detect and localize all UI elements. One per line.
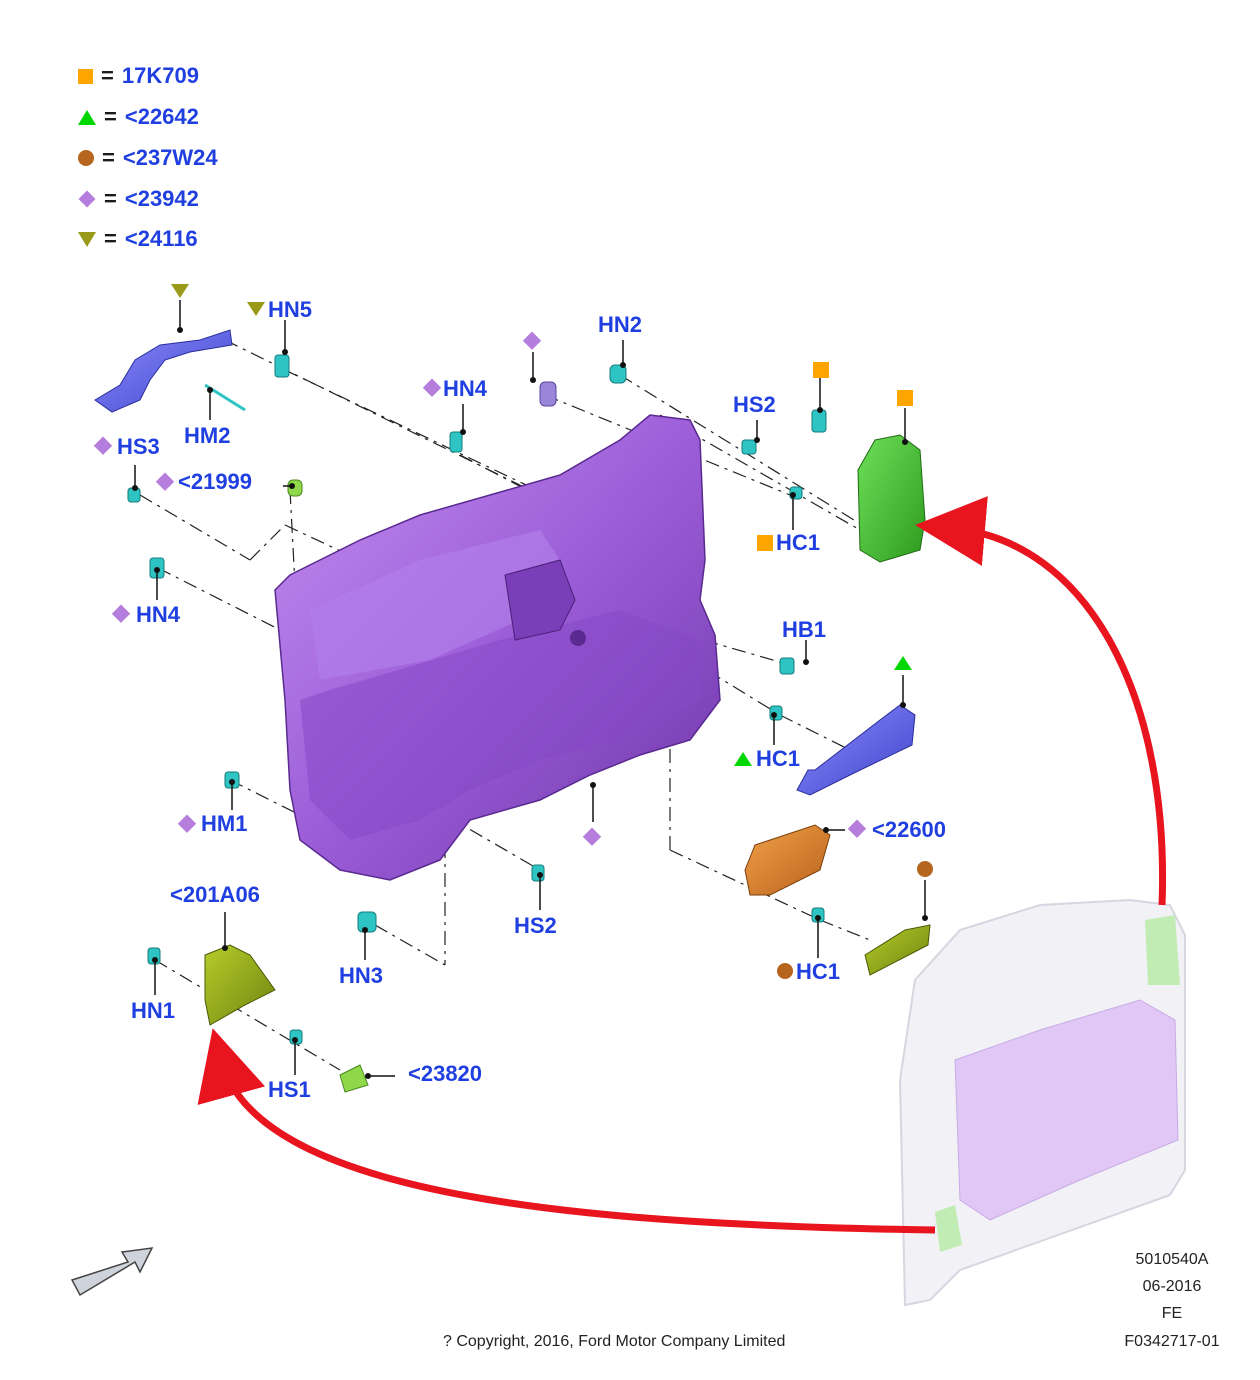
reference-code-3: FE [1161,1305,1183,1322]
diamond-marker [93,436,113,455]
housing-22600 [744,824,831,896]
triangle-down-marker [171,284,189,298]
label-22600: <22600 [872,817,947,842]
legend-equals: = [101,63,114,88]
diamond-marker [155,472,175,491]
diamond-marker [111,604,131,623]
label-hb1: HB1 [782,617,827,642]
leader-dots [132,327,928,1079]
diamond-icon [78,190,96,208]
triangle-up-marker [894,656,912,670]
circle-icon [78,150,94,166]
location-arrow-lower [197,1028,936,1234]
legend-code: <24116 [124,226,198,251]
legend-row-237w24: = <237W24 [78,143,218,173]
legend-equals: = [102,145,115,170]
triangle-up-icon [78,109,96,125]
diamond-marker [422,378,442,397]
door-trim-panel [274,414,721,881]
label-hm2: HM2 [184,423,231,448]
legend-code: 17K709 [121,63,199,88]
diamond-marker [582,827,602,846]
clip-23820 [339,1064,369,1093]
label-hs1: HS1 [268,1077,311,1102]
legend-code: <22642 [124,104,199,129]
trim-237w24 [864,924,931,976]
label-hn1: HN1 [131,998,176,1023]
square-marker [897,390,913,406]
diamond-marker [177,814,197,833]
legend-equals: = [104,226,117,251]
legend-row-23942: = <23942 [78,184,199,214]
reference-code-2: 06-2016 [1142,1278,1202,1295]
legend-row-17k709: = 17K709 [78,61,199,91]
label-21999: <21999 [178,469,253,494]
label-hn5: HN5 [268,297,313,322]
label-hc1-bottom: HC1 [796,959,841,984]
circle-marker [777,963,793,979]
square-icon [78,68,93,84]
legend-code: <237W24 [122,145,218,170]
handle-22642 [796,704,916,796]
legend-equals: = [104,186,117,211]
triangle-up-marker [734,752,752,766]
diamond-marker [522,331,542,350]
legend-row-24116: = <24116 [78,224,198,254]
reference-code-1: 5010540A [1135,1251,1209,1268]
label-hn3: HN3 [339,963,384,988]
legend-code: <23942 [124,186,199,211]
label-23820: <23820 [408,1061,483,1086]
leader-lines [134,300,926,1077]
label-hc1-mid: HC1 [756,746,801,771]
location-arrow-upper [915,496,1167,906]
fastener-clips [127,354,827,1045]
door-location-view [898,898,1186,1307]
square-marker [813,362,829,378]
label-hn4-top: HN4 [443,376,488,401]
bracket-24116 [94,329,233,413]
legend-row-22642: = <22642 [78,102,199,132]
diamond-marker [847,819,867,838]
view-direction-arrow [70,1247,154,1297]
label-201a06: <201A06 [170,882,260,907]
copyright-text: ? Copyright, 2016, Ford Motor Company Li… [443,1333,786,1350]
cover-17k709 [857,434,926,563]
bracket-201a06 [204,944,276,1026]
label-hs2-top: HS2 [733,392,776,417]
label-hs3: HS3 [117,434,160,459]
legend-equals: = [104,104,117,129]
square-marker [757,535,773,551]
reference-code-4: F0342717-01 [1124,1333,1220,1350]
label-hn2: HN2 [598,312,643,337]
triangle-down-marker [247,302,265,316]
label-hs2-bottom: HS2 [514,913,557,938]
label-hm1: HM1 [201,811,248,836]
circle-marker [917,861,933,877]
triangle-down-icon [78,231,96,247]
label-hn4-left: HN4 [136,602,181,627]
label-hc1-top: HC1 [776,530,821,555]
